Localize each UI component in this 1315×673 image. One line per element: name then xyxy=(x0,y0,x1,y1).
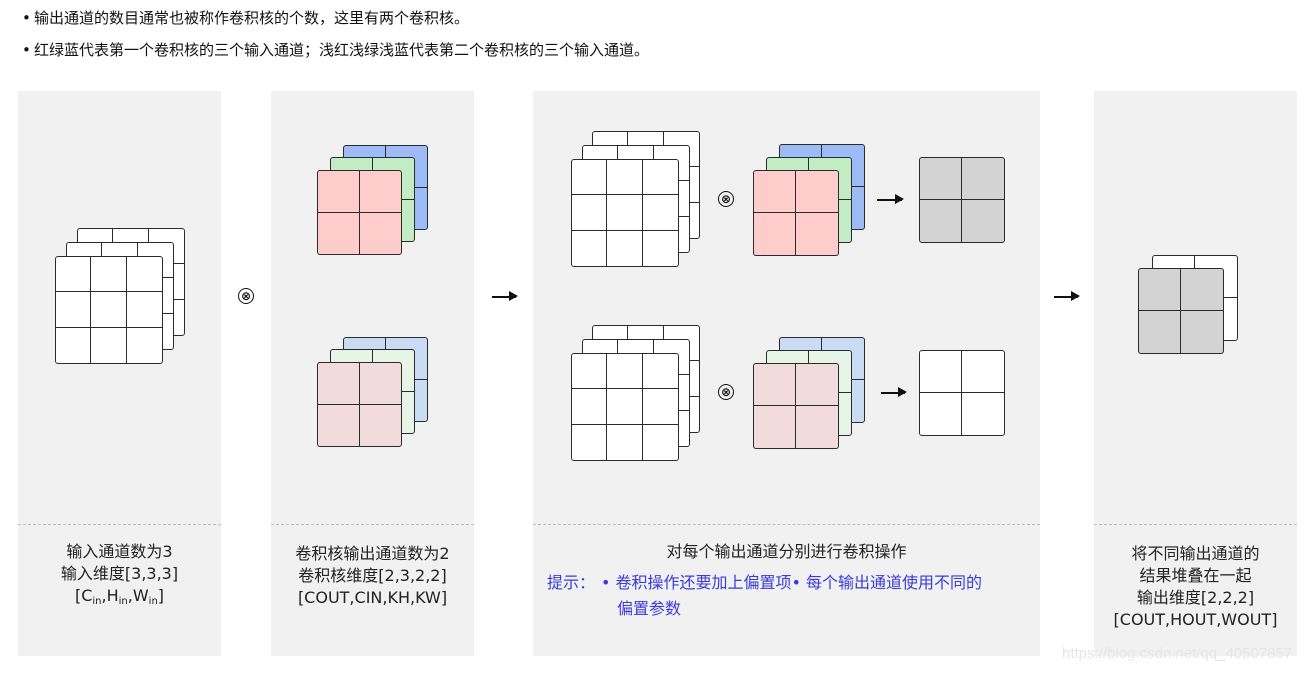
caption-line: 卷积核输出通道数为2 xyxy=(295,544,450,563)
row1-arrow-icon xyxy=(877,195,904,203)
watermark: https://blog.csdn.net/qq_40507857 xyxy=(1062,645,1293,662)
separator xyxy=(18,524,221,525)
caption-line: 输入维度[3,3,3] xyxy=(60,564,179,583)
bullet-dot: • xyxy=(22,9,31,27)
input-caption: 输入通道数为3 输入维度[3,3,3] [Cin,Hin,Win] xyxy=(18,541,221,613)
note-2: •红绿蓝代表第一个卷积核的三个输入通道；浅红浅绿浅蓝代表第二个卷积核的三个输入通… xyxy=(22,40,649,60)
note-1: •输出通道的数目通常也被称作卷积核的个数，这里有两个卷积核。 xyxy=(22,8,469,28)
row2-convolve-icon: ⊗ xyxy=(718,384,734,400)
note-text: 红绿蓝代表第一个卷积核的三个输入通道；浅红浅绿浅蓝代表第二个卷积核的三个输入通道… xyxy=(34,41,650,59)
stacked-output-caption: 将不同输出通道的 结果堆叠在一起 输出维度[2,2,2] [COUT,HOUT,… xyxy=(1094,543,1297,631)
arrow-right-icon xyxy=(492,292,518,300)
row2-arrow-icon xyxy=(881,388,907,396)
caption-line: [COUT,HOUT,WOUT] xyxy=(1113,610,1278,629)
panel-stacked-output: 将不同输出通道的 结果堆叠在一起 输出维度[2,2,2] [COUT,HOUT,… xyxy=(1094,91,1297,656)
hint-line-1: • 卷积操作还要加上偏置项• 每个输出通道使用不同的 xyxy=(601,573,983,592)
panel-per-channel-conv: ⊗ ⊗ 对每个输出通道分别进行卷积操作 提示： • 卷积操作还要加上偏置项• 每… xyxy=(533,91,1040,656)
separator xyxy=(1094,524,1297,525)
row2-input-channel-1 xyxy=(571,353,679,461)
arrow-right-icon xyxy=(1054,292,1080,300)
caption-line: 输入通道数为3 xyxy=(66,542,173,561)
caption-line: 将不同输出通道的 xyxy=(1131,544,1260,563)
panel-kernels: 卷积核输出通道数为2 卷积核维度[2,3,2,2] [COUT,CIN,KH,K… xyxy=(271,91,474,656)
bullet-dot: • xyxy=(22,41,31,59)
row1-input-channel-1 xyxy=(571,159,679,267)
convolve-operator-icon: ⊗ xyxy=(238,288,254,304)
caption-line: 结果堆叠在一起 xyxy=(1139,566,1252,585)
per-channel-caption: 对每个输出通道分别进行卷积操作 xyxy=(533,541,1040,563)
row1-convolve-icon: ⊗ xyxy=(718,191,734,207)
note-text: 输出通道的数目通常也被称作卷积核的个数，这里有两个卷积核。 xyxy=(34,9,470,27)
stacked-output-channel-1 xyxy=(1138,268,1224,354)
hint-line-2: 偏置参数 xyxy=(617,599,682,618)
row1-kernel-red xyxy=(753,170,839,256)
row2-output-channel xyxy=(919,350,1005,436)
shape-label: [Cin,Hin,Win] xyxy=(74,586,165,607)
separator xyxy=(271,524,474,525)
kernel-2-lightred-channel xyxy=(317,362,402,447)
row2-kernel-lightred xyxy=(753,363,839,449)
caption-line: 卷积核维度[2,3,2,2] xyxy=(298,566,447,585)
caption-line: 对每个输出通道分别进行卷积操作 xyxy=(666,542,907,561)
hint-label: 提示： xyxy=(547,573,596,592)
input-channel-1 xyxy=(55,256,163,364)
separator xyxy=(533,524,1040,525)
row1-output-channel xyxy=(919,157,1005,243)
caption-line: [COUT,CIN,KH,KW] xyxy=(297,588,448,607)
caption-line: 输出维度[2,2,2] xyxy=(1136,588,1255,607)
kernels-caption: 卷积核输出通道数为2 卷积核维度[2,3,2,2] [COUT,CIN,KH,K… xyxy=(271,543,474,609)
kernel-1-red-channel xyxy=(317,170,402,255)
panel-input: 输入通道数为3 输入维度[3,3,3] [Cin,Hin,Win] xyxy=(18,91,221,656)
